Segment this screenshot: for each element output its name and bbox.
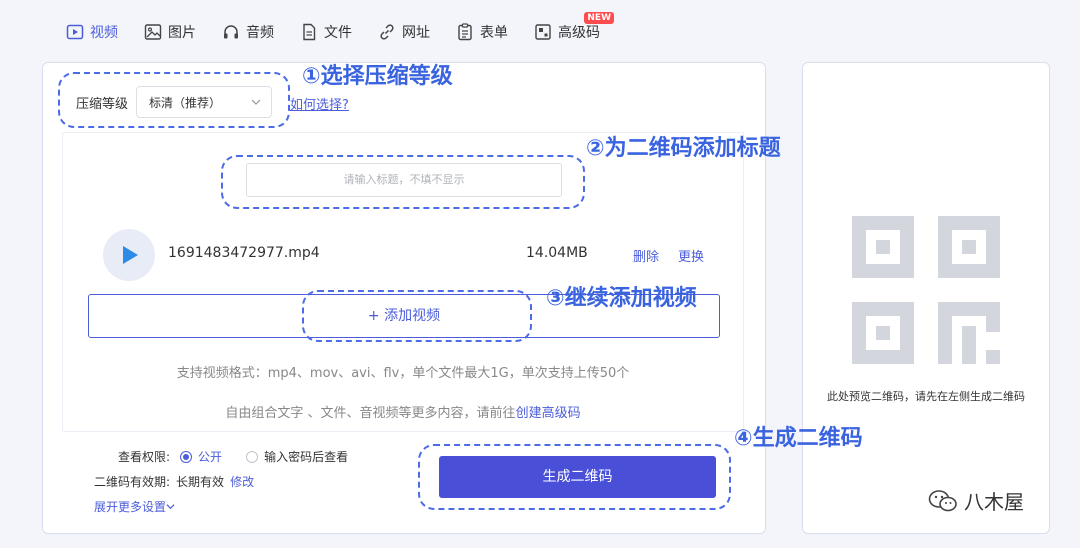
nav-label: 网址 (402, 25, 430, 41)
validity-label: 二维码有效期: (94, 475, 171, 489)
compress-level-select[interactable]: 标清（推荐） (136, 86, 273, 118)
chevron-down-icon (166, 504, 175, 510)
clipboard-icon (456, 23, 474, 41)
combo-hint: 自由组合文字 、文件、音视频等更多内容，请前往创建高级码 (62, 402, 744, 421)
permission-row: 查看权限: 公开 输入密码后查看 (118, 448, 348, 465)
annotation-frame-1 (58, 72, 290, 128)
nav-item-audio[interactable]: 音频 (222, 22, 274, 42)
combo-text: 自由组合文字 、文件、音视频等更多内容，请前往 (225, 406, 516, 421)
file-icon (300, 23, 318, 41)
nav-item-video[interactable]: 视频 (66, 22, 118, 42)
generate-qrcode-button[interactable]: 生成二维码 (439, 456, 716, 498)
expand-settings-link[interactable]: 展开更多设置 (94, 498, 175, 515)
create-advanced-code-link[interactable]: 创建高级码 (515, 406, 581, 421)
file-name: 1691483472977.mp4 (168, 245, 320, 261)
compress-level-value: 标清（推荐） (149, 95, 222, 110)
image-icon (144, 23, 162, 41)
title-input[interactable]: 请输入标题，不填不显示 (246, 163, 562, 197)
play-icon (123, 246, 138, 264)
watermark-text: 八木屋 (964, 490, 1024, 514)
nav-label: 高级码 (558, 25, 600, 41)
nav-label: 音频 (246, 25, 274, 41)
annotation-2: ②为二维码添加标题 (586, 136, 781, 161)
annotation-4: ④生成二维码 (734, 426, 863, 451)
permission-label: 查看权限: (118, 450, 171, 464)
validity-value: 长期有效 (176, 475, 225, 489)
delete-link[interactable]: 删除 (633, 250, 660, 265)
file-size: 14.04MB (526, 245, 588, 261)
nav-label: 表单 (480, 25, 508, 41)
annotation-3: ③继续添加视频 (546, 286, 697, 311)
nav-item-advanced-code[interactable]: 高级码 NEW (534, 12, 614, 42)
qrcode-placeholder-icon (852, 216, 1000, 364)
link-icon (378, 23, 396, 41)
play-square-icon (66, 23, 84, 41)
annotation-frame-4 (418, 444, 731, 510)
annotation-1: ①选择压缩等级 (302, 64, 453, 89)
main-panel (42, 62, 766, 534)
nav-label: 视频 (90, 25, 118, 41)
radio-password-label[interactable]: 输入密码后查看 (264, 450, 349, 464)
nav-item-file[interactable]: 文件 (300, 22, 352, 42)
preview-panel (802, 62, 1050, 534)
validity-edit-link[interactable]: 修改 (230, 475, 255, 489)
radio-public-label[interactable]: 公开 (198, 450, 223, 464)
nav-label: 文件 (324, 25, 352, 41)
expand-label: 展开更多设置 (94, 500, 167, 514)
supported-formats-text: 支持视频格式：mp4、mov、avi、flv，单个文件最大1G，单次支持上传50… (176, 366, 630, 381)
nav-label: 图片 (168, 25, 196, 41)
chevron-down-icon (251, 99, 261, 105)
how-to-choose-link[interactable]: 如何选择? (290, 98, 349, 113)
preview-tip: 此处预览二维码，请先在左侧生成二维码 (827, 390, 1025, 403)
watermark: 八木屋 (928, 486, 1024, 515)
validity-row: 二维码有效期: 长期有效 修改 (94, 473, 254, 490)
radio-password[interactable] (246, 450, 259, 463)
compress-level-row: 压缩等级 标清（推荐） (76, 86, 273, 118)
replace-link[interactable]: 更换 (678, 250, 705, 265)
annotation-frame-3 (302, 290, 532, 342)
radio-public[interactable] (180, 450, 193, 463)
compress-level-label: 压缩等级 (76, 96, 129, 112)
headphones-icon (222, 23, 240, 41)
video-thumbnail (103, 229, 155, 281)
annotation-frame-2 (221, 155, 585, 209)
content-box (62, 132, 744, 432)
top-nav: 视频 图片 音频 文件 网址 表单 高级码 NEW (66, 12, 626, 46)
add-video-button[interactable]: + 添加视频 (88, 294, 720, 338)
qrcode-icon (534, 23, 552, 41)
nav-item-url[interactable]: 网址 (378, 22, 430, 42)
wechat-icon (928, 489, 957, 511)
nav-item-image[interactable]: 图片 (144, 22, 196, 42)
nav-item-form[interactable]: 表单 (456, 22, 508, 42)
new-badge: NEW (584, 12, 614, 24)
